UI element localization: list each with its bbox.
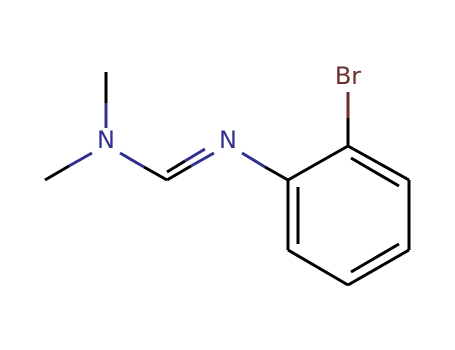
- methyl-bond-left: [44, 151, 93, 182]
- nitrogen-amine-label: N: [97, 126, 115, 154]
- imine-to-ring-bond: [241, 151, 289, 182]
- bromine-label: Br: [335, 62, 361, 90]
- benzene-ring: [286, 144, 411, 287]
- amine-to-methine-bond: [119, 151, 168, 182]
- methine-imine-double-bond: [166, 147, 215, 182]
- nitrogen-imine-label: N: [219, 126, 237, 154]
